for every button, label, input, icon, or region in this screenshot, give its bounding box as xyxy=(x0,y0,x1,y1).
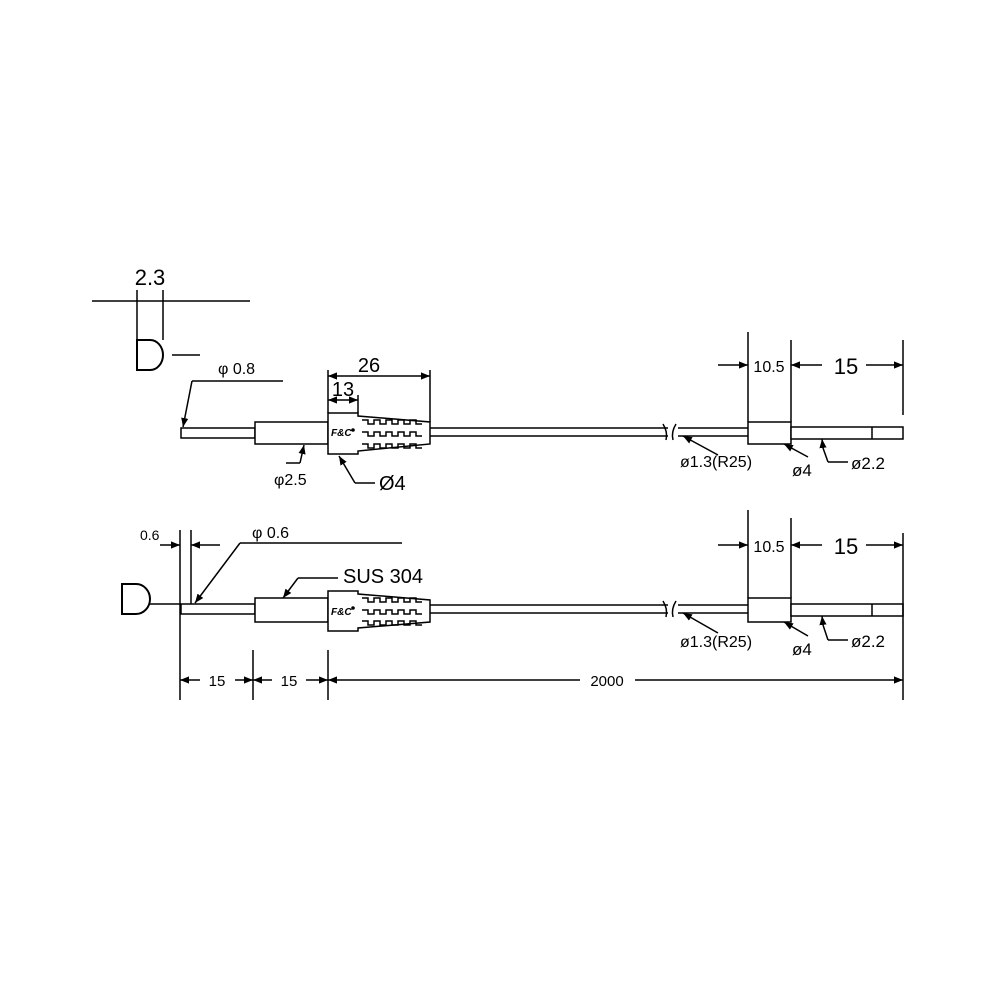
sleeve-length-part-label: 13 xyxy=(332,379,354,401)
sleeve-top: F&C xyxy=(327,412,431,455)
brand-mark-top: F&C xyxy=(331,428,352,439)
offset-label: 0.6 xyxy=(140,527,160,543)
tip-diameter-label: φ 0.8 xyxy=(218,361,255,378)
end-length-label-bottom: 15 xyxy=(834,534,858,559)
end-sleeve-top xyxy=(747,421,792,445)
end-bottom xyxy=(790,603,904,617)
profile-width-label: 2.3 xyxy=(135,265,166,290)
cable-diameter-label: ø1.3(R25) xyxy=(680,454,752,471)
end-sleeve-diameter-label: ø4 xyxy=(792,461,812,480)
sleeve-diameter-label: Ø4 xyxy=(379,473,406,495)
cable-length-label: 2000 xyxy=(590,673,623,690)
tip-top xyxy=(180,427,256,439)
ferrule-length-label: 15 xyxy=(281,673,298,690)
sleeve-length-total-label: 26 xyxy=(358,355,380,377)
brand-mark-bottom: F&C xyxy=(331,607,352,618)
top-view: 2.3 F&C 26 13 xyxy=(92,265,904,495)
ferrule-diameter-label: φ2.5 xyxy=(274,472,307,489)
tip-length-label: 15 xyxy=(209,673,226,690)
end-sleeve-diameter-label-bottom: ø4 xyxy=(792,640,812,659)
end-length-label: 15 xyxy=(834,354,858,379)
ferrule-top xyxy=(254,421,329,445)
end-top xyxy=(790,426,904,440)
end-sleeve-length-label-bottom: 10.5 xyxy=(753,539,784,556)
end-sleeve-bottom xyxy=(747,597,792,623)
bottom-view: 0.6 φ 0.6 SUS 304 F&C xyxy=(121,510,904,700)
end-sleeve-length-label: 10.5 xyxy=(753,359,784,376)
ferrule-bottom xyxy=(254,597,329,623)
end-diameter-label: ø2.2 xyxy=(851,454,885,473)
profile-d-top: 2.3 xyxy=(92,265,250,371)
tip-diameter-label-bottom: φ 0.6 xyxy=(252,525,289,542)
material-label: SUS 304 xyxy=(343,566,423,588)
profile-d-bottom xyxy=(121,583,181,615)
sleeve-bottom: F&C xyxy=(327,590,431,632)
end-diameter-label-bottom: ø2.2 xyxy=(851,632,885,651)
tip-bottom xyxy=(180,603,256,615)
cable-diameter-label-bottom: ø1.3(R25) xyxy=(680,634,752,651)
